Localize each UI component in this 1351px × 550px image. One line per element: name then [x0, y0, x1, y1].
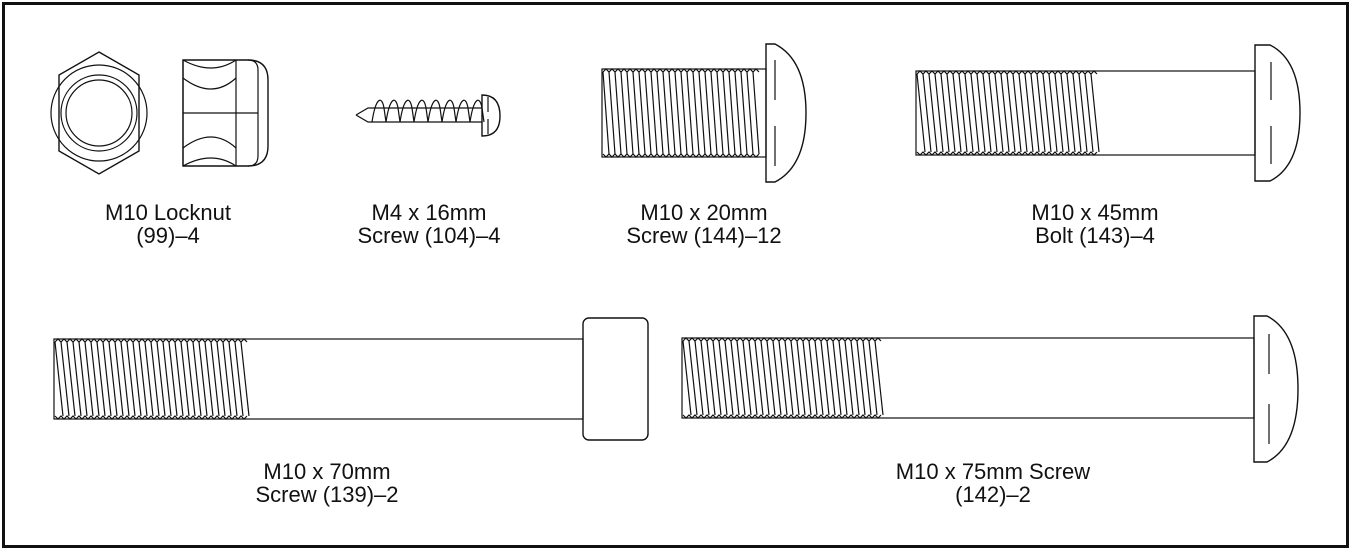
- label-line: Bolt (143)–4: [1035, 223, 1155, 248]
- label-line: M10 x 20mm: [640, 200, 768, 225]
- label-line: M10 x 45mm: [1031, 200, 1159, 225]
- label-line: Screw (144)–12: [626, 223, 782, 248]
- long-screw-icon: [681, 315, 1299, 463]
- button-head-screw-icon: [601, 43, 807, 183]
- locknut-icon: [50, 51, 269, 175]
- label-line: Screw (139)–2: [255, 482, 399, 507]
- label-locknut: M10 Locknut (99)–4: [105, 201, 231, 247]
- label-m4-screw: M4 x 16mm Screw (104)–4: [357, 201, 500, 247]
- label-line: M10 x 75mm Screw: [895, 459, 1091, 484]
- label-m10x75-screw: M10 x 75mm Screw (142)–2: [896, 460, 1090, 506]
- label-line: Screw (104)–4: [357, 223, 501, 248]
- label-line: (142)–2: [955, 482, 1031, 507]
- socket-head-screw-icon: [53, 317, 649, 441]
- label-m10x20-screw: M10 x 20mm Screw (144)–12: [626, 201, 781, 247]
- label-m10x70-screw: M10 x 70mm Screw (139)–2: [255, 460, 398, 506]
- label-line: M10 Locknut: [105, 200, 231, 225]
- label-line: (99)–4: [136, 223, 200, 248]
- bolt-icon: [915, 44, 1301, 182]
- label-line: M10 x 70mm: [263, 459, 391, 484]
- label-m10x45-bolt: M10 x 45mm Bolt (143)–4: [1031, 201, 1158, 247]
- label-line: M4 x 16mm: [371, 200, 487, 225]
- small-screw-icon: [355, 94, 501, 137]
